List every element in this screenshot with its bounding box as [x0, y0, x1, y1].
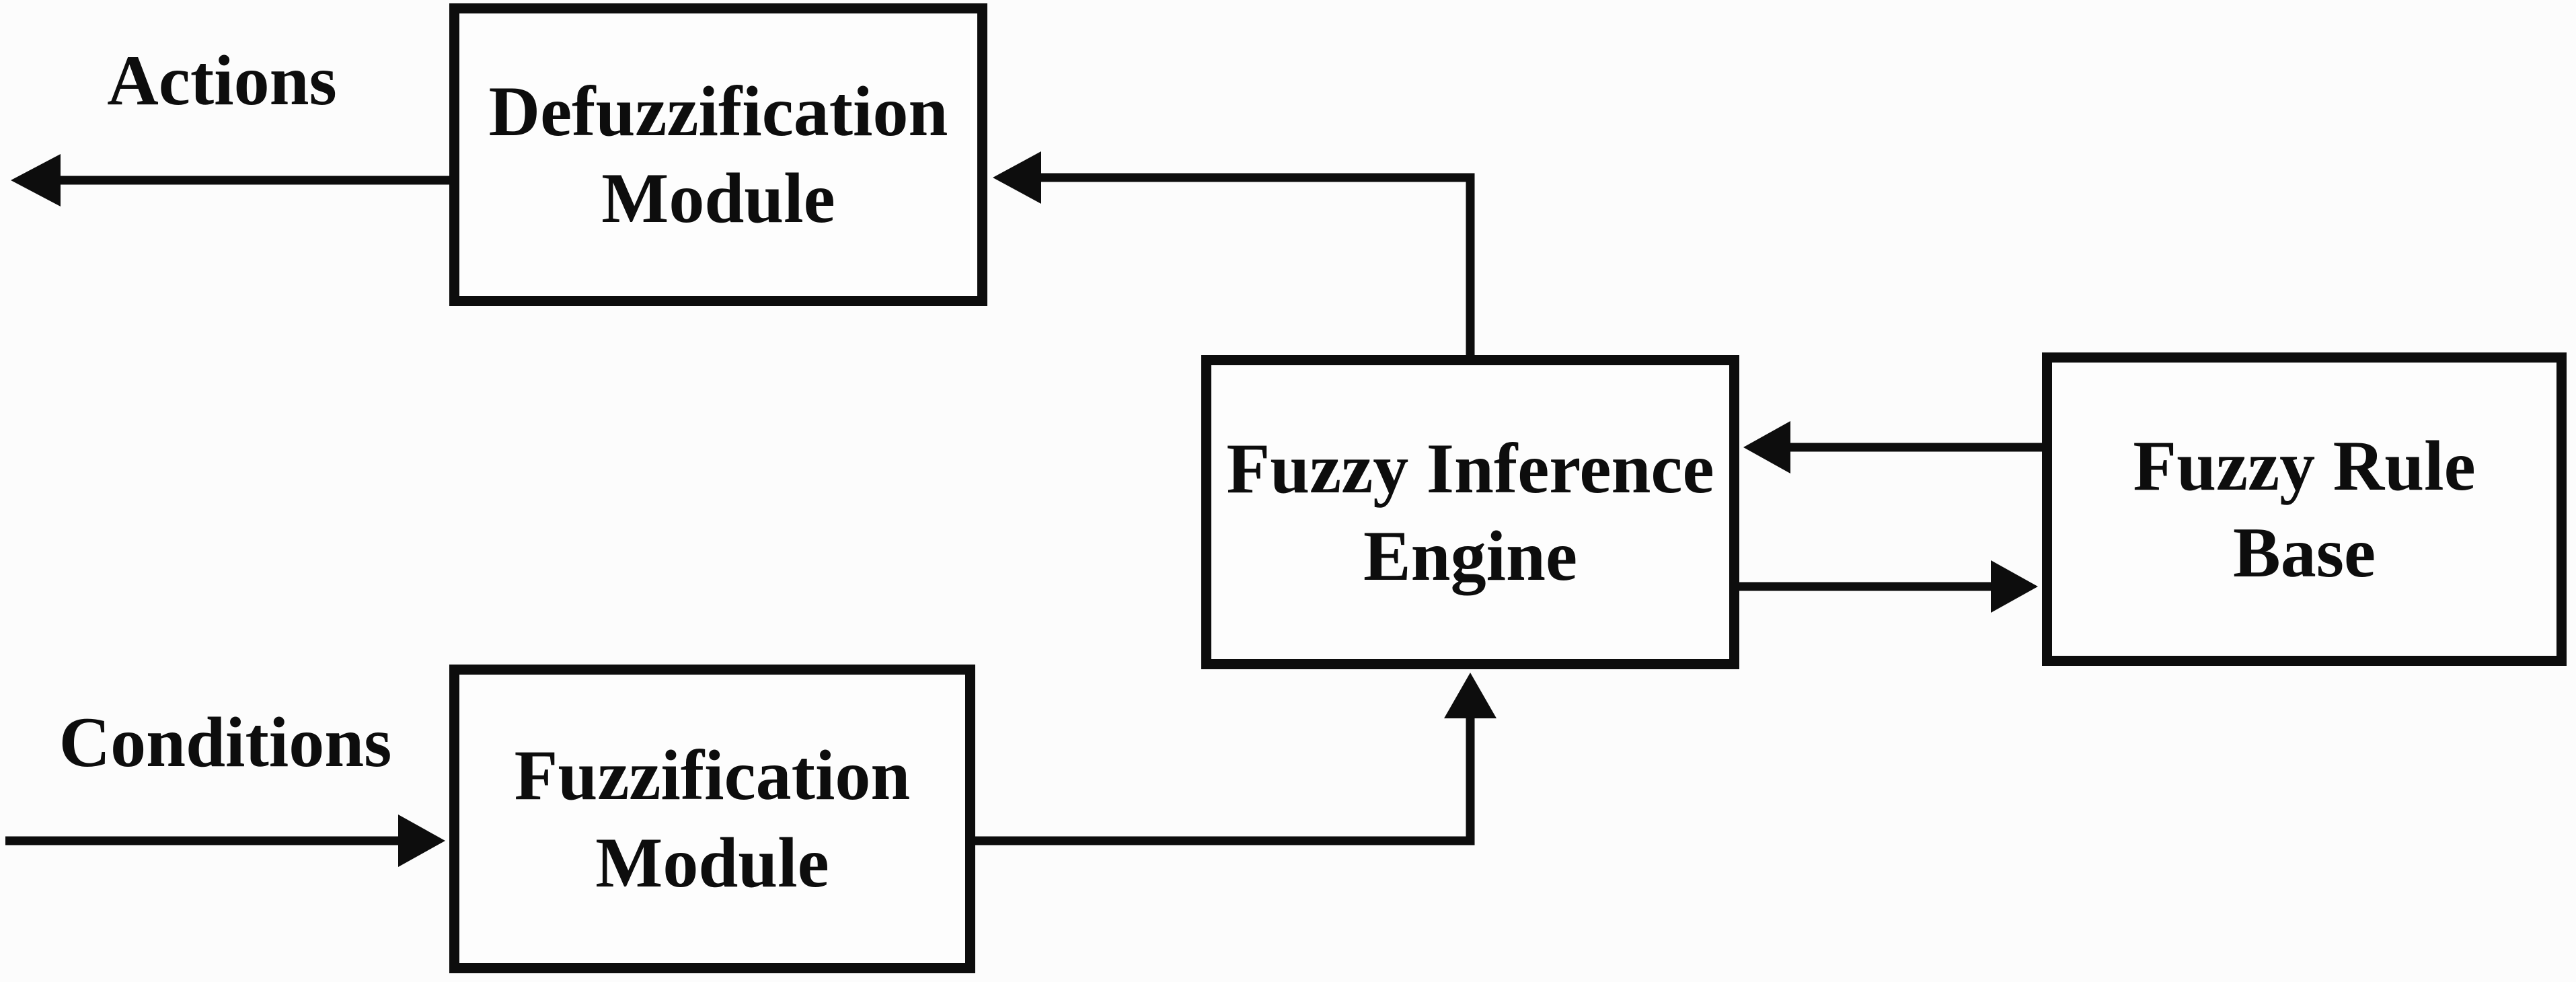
box-rulebase-label-line1: Fuzzy Rule	[2133, 426, 2476, 505]
box-engine-label-line1: Fuzzy Inference	[1226, 429, 1714, 508]
box-defuzzification-label-line1: Defuzzification	[488, 71, 948, 151]
box-fuzzy-rule-base: Fuzzy Rule Base	[2042, 352, 2567, 666]
arrow-fuzzification-to-engine-line	[975, 714, 1475, 845]
arrow-engine-to-defuzzification-head	[993, 151, 1041, 204]
box-defuzzification-label-line2: Module	[601, 159, 835, 237]
arrow-fuzzification-to-engine-head	[1444, 673, 1497, 718]
box-rulebase-label-line2: Base	[2233, 513, 2376, 592]
box-fuzzy-inference-engine: Fuzzy Inference Engine	[1201, 355, 1739, 669]
box-fuzzification-label-line2: Module	[595, 823, 829, 902]
box-fuzzification-module: Fuzzification Module	[449, 665, 975, 973]
arrow-engine-to-defuzzification-line	[1037, 173, 1475, 355]
actions-output-label: Actions	[107, 41, 337, 120]
box-fuzzification-label-line1: Fuzzification	[514, 736, 911, 815]
arrow-engine-to-rulebase-head	[1991, 560, 2038, 613]
arrow-conditions-to-fuzzification-head	[398, 815, 445, 867]
conditions-input-label: Conditions	[59, 703, 392, 782]
arrow-defuzzification-to-actions-head	[11, 154, 61, 206]
arrow-rulebase-to-engine-head	[1743, 421, 1790, 474]
box-engine-label-line2: Engine	[1363, 516, 1578, 595]
box-defuzzification-module: Defuzzification Module	[449, 3, 987, 306]
